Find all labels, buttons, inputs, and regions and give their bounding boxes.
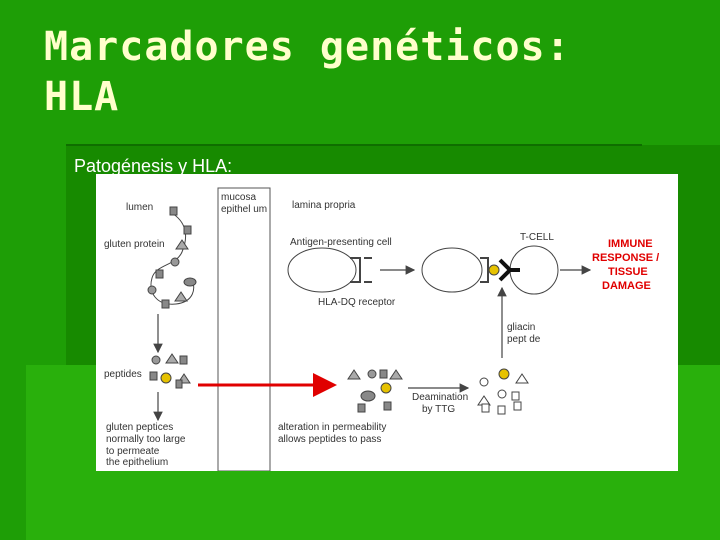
mucosa-label-line2: epithel um: [221, 204, 267, 215]
antigen-presenting-cell-1: [287, 247, 372, 293]
gliadin-label-line1: gliacin: [507, 322, 535, 333]
gluten-peptides-line4: the epithelium: [106, 457, 168, 468]
immune-label-line1: IMMUNE: [608, 238, 653, 250]
immune-label-line2: RESPONSE /: [592, 252, 659, 264]
immune-label-line4: DAMAGE: [602, 280, 651, 292]
deamination-label-line2: by TTG: [422, 404, 455, 415]
immune-label-line3: TISSUE: [608, 266, 648, 278]
slide-title-line2: HLA: [44, 74, 120, 120]
mucosa-label-line1: mucosa: [221, 192, 256, 203]
t-cell-label: T-CELL: [520, 232, 554, 243]
gluten-peptides-line3: to permeate: [106, 446, 160, 457]
gluten-peptides-line1: gluten peptices: [106, 422, 173, 433]
slide-subtitle: Patogénesis y HLA:: [74, 156, 233, 176]
gluten-protein-label: gluten protein: [104, 239, 165, 250]
alteration-label-line2: allows peptides to pass: [278, 434, 381, 445]
antigen-presenting-cell-2: [421, 247, 500, 293]
deamination-label-line1: Deamination: [412, 392, 468, 403]
background-divider: [66, 144, 642, 146]
gluten-peptides-line2: normally too large: [106, 434, 186, 445]
antigen-cell-label: Antigen-presenting cell: [290, 237, 392, 248]
epithelium-band: [217, 187, 271, 471]
slide-title-line1: Marcadores genéticos:: [44, 24, 571, 70]
peptides-cluster-right: [477, 368, 529, 415]
peptides-cluster-left: [149, 353, 191, 389]
gluten-protein-chain: [147, 206, 197, 309]
t-cell: [498, 245, 559, 295]
pathogenesis-diagram: lumen mucosa epithel um lamina propria g…: [104, 187, 659, 471]
pathogenesis-figure: lumen mucosa epithel um lamina propria g…: [96, 174, 678, 471]
hla-dq-label: HLA-DQ receptor: [318, 297, 396, 308]
alteration-label-line1: alteration in permeability: [278, 422, 386, 433]
slide-title: Marcadores genéticos: HLA: [44, 22, 571, 122]
lamina-propria-label: lamina propria: [292, 200, 356, 211]
peptides-cluster-middle: [347, 369, 403, 413]
lumen-label: lumen: [126, 202, 153, 213]
peptides-label: peptides: [104, 369, 142, 380]
gliadin-label-line2: pept de: [507, 334, 541, 345]
